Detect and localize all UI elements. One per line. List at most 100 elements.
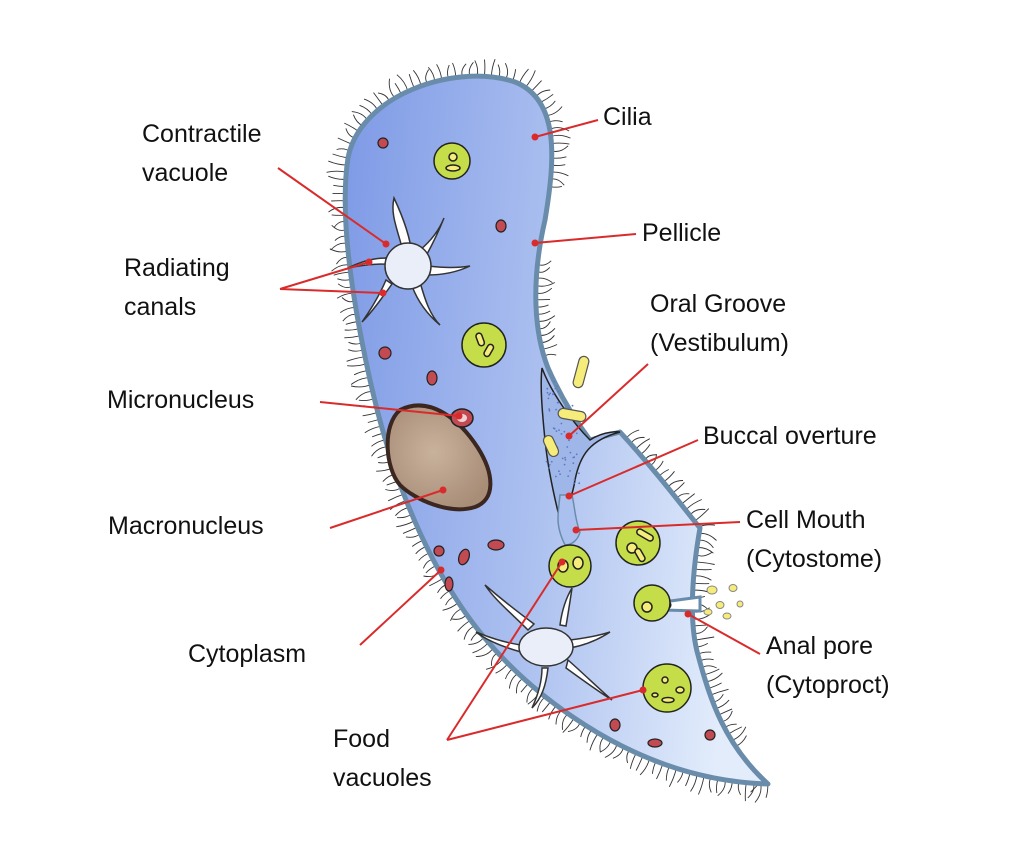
label-line: Buccal overture: [703, 422, 877, 450]
label-food-vacuoles: Food vacuoles: [333, 720, 432, 798]
label-line: vacuole: [142, 159, 229, 187]
stipple-dot: [569, 451, 572, 454]
stipple-dot: [555, 475, 557, 478]
label-contractile-vacuole: Contractile vacuole: [142, 115, 262, 193]
stipple-dot: [556, 401, 559, 404]
label-line: Macronucleus: [108, 512, 264, 540]
cilium: [693, 582, 710, 585]
stipple-dot: [575, 432, 578, 435]
cilium: [717, 779, 726, 797]
cilium: [551, 171, 569, 177]
stipple-dot: [578, 482, 581, 485]
label-radiating-canals: Radiating canals: [124, 249, 230, 327]
cilium: [695, 561, 715, 565]
stipple-dot: [546, 387, 549, 390]
label-cytoplasm: Cytoplasm: [188, 635, 306, 674]
cilium: [328, 160, 348, 166]
label-line: Cilia: [603, 103, 652, 131]
cilium: [696, 547, 714, 554]
stipple-dot: [557, 390, 560, 393]
stipple-dot: [573, 456, 576, 459]
cilium: [350, 377, 370, 385]
contractile-vacuole-upper: [347, 195, 471, 326]
stipple-dot: [561, 457, 564, 460]
cilium: [710, 688, 729, 696]
cilium: [336, 292, 354, 299]
label-cilia: Cilia: [603, 98, 652, 137]
label-buccal-overture: Buccal overture: [703, 417, 877, 456]
stipple-dot: [548, 409, 551, 412]
cilium: [589, 732, 599, 751]
cytoplasm-granules: [377, 137, 716, 748]
stipple-dot: [575, 453, 578, 456]
stipple-dot: [555, 408, 557, 411]
stipple-dot: [573, 479, 576, 481]
cilium: [668, 768, 677, 788]
stipple-dot: [559, 473, 561, 475]
cilium: [537, 315, 556, 322]
cilium: [328, 175, 346, 180]
cilium: [550, 134, 571, 139]
label-line: Food: [333, 725, 390, 753]
contractile-vacuole-lower: [475, 584, 613, 709]
label-line: Contractile: [142, 120, 262, 148]
label-cell-mouth: Cell Mouth (Cytostome): [746, 501, 882, 579]
stipple-dot: [558, 470, 560, 473]
label-anal-pore: Anal pore (Cytoproct): [766, 627, 890, 705]
cilium: [635, 755, 644, 771]
cilium: [680, 493, 695, 505]
food-vacuole-3: [615, 520, 661, 566]
cilium: [355, 391, 373, 401]
cilium: [472, 642, 489, 654]
cilium: [705, 672, 723, 683]
stipple-dot: [567, 475, 570, 477]
cilium: [604, 743, 618, 758]
cilium: [672, 482, 685, 494]
stipple-dot: [568, 439, 570, 442]
stipple-dot: [554, 387, 557, 390]
label-pellicle: Pellicle: [642, 214, 721, 253]
stipple-dot: [548, 467, 551, 469]
stipple-dot: [556, 385, 558, 388]
stipple-dot: [571, 404, 574, 407]
cilium: [693, 575, 712, 581]
cilium: [396, 520, 415, 528]
cilium: [468, 636, 485, 645]
label-line: Cytoplasm: [188, 640, 307, 668]
stipple-dot: [569, 470, 571, 472]
cilium: [694, 636, 715, 641]
food-vacuole-1: [433, 142, 471, 180]
stipple-dot: [545, 460, 548, 463]
cilium: [347, 363, 367, 367]
label-line: vacuoles: [333, 764, 432, 792]
stipple-dot: [550, 460, 553, 463]
stipple-dot: [563, 463, 566, 466]
food-vacuole-6: [642, 663, 692, 713]
cilium: [388, 78, 396, 99]
cilium: [412, 70, 422, 87]
expelled-particles: [703, 584, 744, 620]
food-vacuoles-group: [433, 142, 692, 713]
stipple-dot: [566, 446, 569, 448]
micronucleus-shape: [450, 408, 474, 428]
cilium: [350, 384, 372, 388]
stipple-dot: [560, 433, 563, 435]
stipple-dot: [552, 427, 555, 429]
cilium: [551, 145, 569, 152]
cilium: [535, 282, 556, 287]
label-line: Oral Groove: [650, 290, 787, 318]
cilium: [629, 752, 637, 769]
food-vacuole-2: [461, 322, 507, 368]
cilium: [685, 499, 702, 511]
food-vacuole-5: [633, 584, 671, 622]
stipple-dot: [578, 472, 580, 475]
stipple-dot: [555, 430, 558, 432]
stipple-dot: [563, 430, 566, 433]
cilium: [387, 493, 404, 502]
label-micronucleus: Micronucleus: [107, 381, 254, 420]
stipple-dot: [560, 422, 563, 425]
cilium: [490, 59, 496, 78]
stipple-dot: [572, 462, 575, 465]
label-line: Radiating: [124, 254, 230, 282]
